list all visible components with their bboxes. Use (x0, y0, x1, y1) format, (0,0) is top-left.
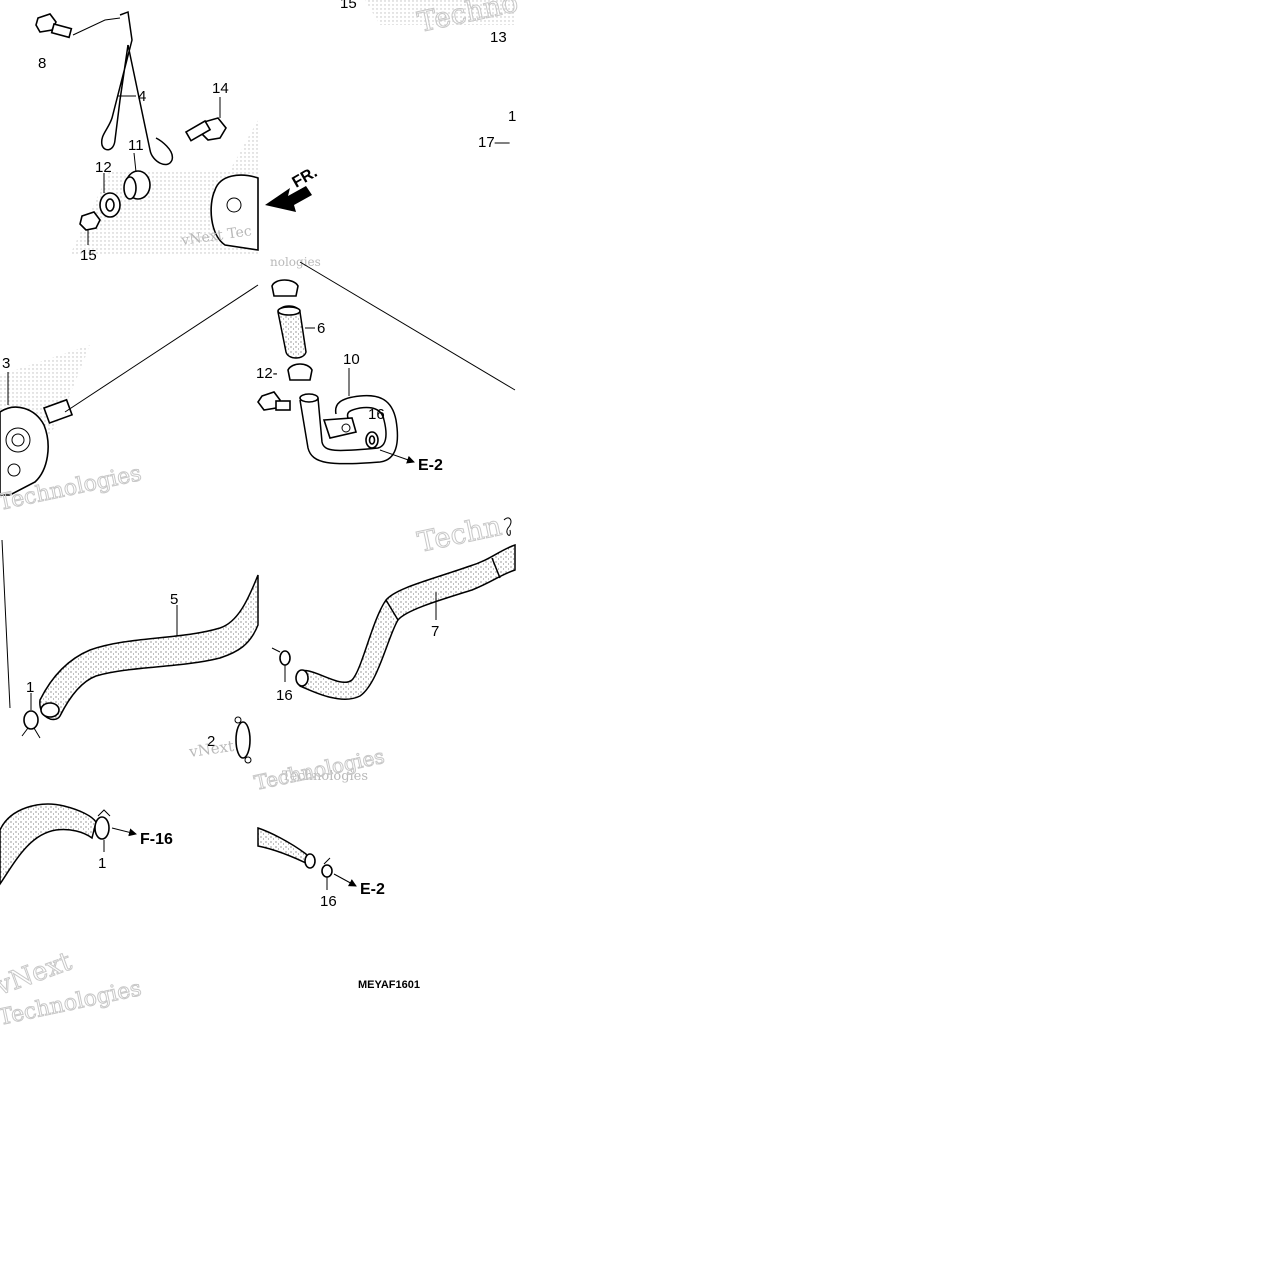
tile-bottom-right: Technologies Technologies E-2 16 MEYAF16… (252, 743, 420, 991)
front-direction-arrow (265, 186, 312, 212)
callout-1-bottom: 1 (98, 855, 106, 872)
callout-12-dash: 13 (490, 29, 507, 46)
callout-11: 12 (95, 159, 112, 176)
leader-10 (72, 17, 121, 36)
bracket-part-4 (100, 10, 133, 151)
callout-15-upper: 15 (340, 0, 357, 12)
pipe-part-8 (299, 393, 399, 465)
callout-14: 14 (212, 80, 229, 97)
washer-part-11 (99, 192, 121, 218)
water-pump-part-3 (0, 398, 74, 496)
callout-15-lower: 15 (80, 247, 97, 264)
clamp-part-16-bottom (321, 857, 333, 878)
hose-part-1-bottom (0, 803, 97, 886)
clamp-fragment (503, 517, 512, 536)
bolt-part-10 (35, 13, 73, 39)
watermark: Technologies (252, 744, 386, 795)
callout-13: 16 (368, 406, 385, 423)
shading (70, 120, 258, 255)
tile-lower-left: 5 1 2 vNext (1, 539, 259, 764)
clamp-part-16-upper (271, 647, 291, 666)
nut-part-15 (79, 211, 101, 231)
clamp-part-2 (234, 716, 252, 764)
bolt (257, 391, 291, 411)
callout-1-mid: 1 (26, 679, 34, 696)
callout-3: 3 (2, 355, 10, 372)
callout-17: 17— (478, 134, 510, 151)
tile-middle-right: nologies 6 12- 10 (256, 255, 516, 474)
tile-bottom-left: F-16 1 vNext Technologies (0, 803, 173, 1031)
bracket-wire (127, 44, 174, 166)
tile-top-right: Techno 15 13 1 17— (340, 0, 521, 151)
shading (365, 0, 515, 25)
clamp-part-1-bottom (94, 809, 111, 840)
callout-12: 12- (256, 365, 278, 382)
callout-6: 6 (317, 320, 325, 337)
callout-7: 7 (431, 623, 439, 640)
clamp-part-12-lower (287, 363, 313, 381)
watermark: vNext (187, 737, 235, 761)
callout-9: 11 (128, 137, 144, 154)
reference-f16: F-16 (140, 831, 173, 848)
washer-part-13 (365, 431, 379, 449)
direction-label: FR. (290, 164, 321, 192)
tile-middle-left: 3 Technologies (0, 284, 259, 516)
clamp-part-1 (21, 710, 41, 739)
tile-top-left: FR. vNext Tec 8 4 14 11 12 15 (35, 10, 321, 264)
bolt-part-14 (184, 117, 227, 142)
callout-2: 2 (207, 733, 215, 750)
hose-part-16-bottom (257, 826, 316, 869)
callout-10: 8 (38, 55, 46, 72)
spring-part-9 (123, 170, 151, 200)
hose-part-5 (39, 574, 259, 721)
callout-16-lower: 16 (320, 893, 337, 910)
reference-e2-upper: E-2 (418, 457, 443, 474)
watermark: Technologies (282, 769, 368, 784)
callout-5: 5 (170, 591, 178, 608)
callout-16-upper: 16 (276, 687, 293, 704)
clamp-part-12-upper (271, 279, 299, 297)
watermark: nologies (270, 255, 321, 269)
reference-e2-lower: E-2 (360, 881, 385, 898)
watermark: Techn (415, 509, 505, 559)
hose-part-6 (277, 305, 307, 359)
tile-lower-right: Techn 7 16 (271, 508, 516, 704)
pump-fragment (210, 174, 259, 251)
callout-8: 10 (343, 351, 360, 368)
callout-1-upper: 1 (508, 108, 516, 125)
callout-4: 4 (138, 88, 146, 105)
diagram-code: MEYAF1601 (358, 979, 420, 991)
hose-part-7 (295, 543, 516, 700)
